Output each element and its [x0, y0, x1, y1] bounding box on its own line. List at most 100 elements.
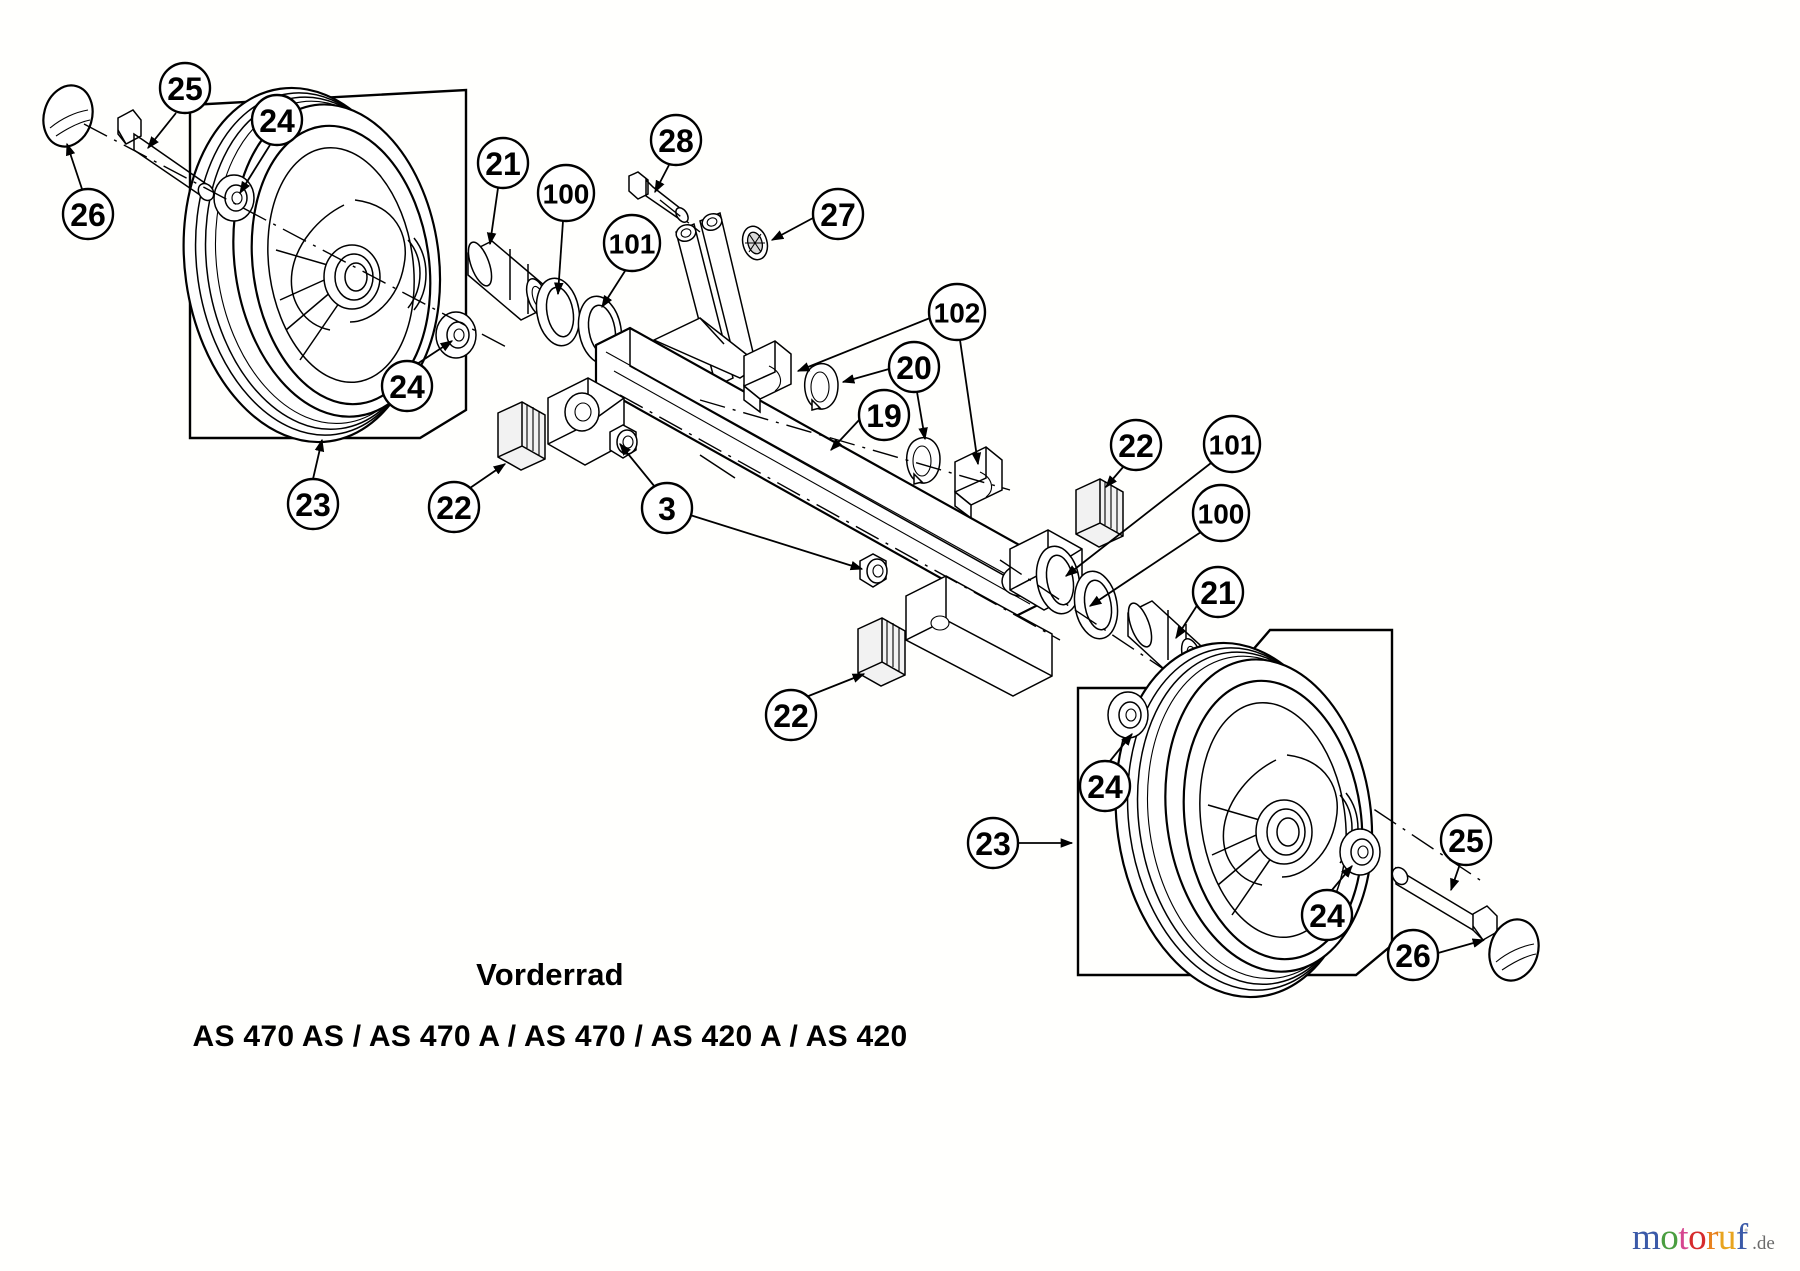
motoruf-logo[interactable]: motoruf•.de	[1632, 1219, 1775, 1256]
callout-bubble[interactable]	[640, 481, 694, 535]
callout-101-washer[interactable]: 101	[602, 213, 662, 273]
callout-26-hub-cap[interactable]: 26	[1386, 928, 1440, 982]
callout-bubble[interactable]	[250, 93, 304, 147]
callout-label: 101	[609, 229, 656, 260]
callout-bubble[interactable]	[1078, 759, 1132, 813]
callout-label: 24	[1087, 769, 1123, 805]
callout-bubble[interactable]	[1202, 414, 1262, 474]
callout-bubble[interactable]	[966, 816, 1020, 870]
callout-bubble[interactable]	[286, 477, 340, 531]
callout-label: 26	[1395, 938, 1431, 974]
snap-ring-20-b	[906, 436, 941, 485]
callout-24-bushing[interactable]: 24	[380, 359, 434, 413]
callout-24-bushing[interactable]: 24	[250, 93, 304, 147]
callout-leaders	[66, 112, 1486, 954]
callout-label: 21	[485, 146, 521, 182]
callout-100-washer[interactable]: 100	[536, 163, 596, 223]
washer-101-right	[1035, 545, 1081, 615]
callout-26-hub-cap[interactable]: 26	[61, 187, 115, 241]
callout-bubble[interactable]	[649, 113, 703, 167]
rim-left	[250, 124, 432, 406]
bushing-left-top	[213, 174, 255, 222]
flange-nut-3-b	[859, 553, 888, 588]
callout-bubble[interactable]	[927, 282, 987, 342]
callout-23-wheel-assembly[interactable]: 23	[286, 477, 340, 531]
retaining-clip-102-b	[954, 446, 1003, 520]
axle-bolt-right	[1391, 866, 1498, 941]
callout-label: 23	[975, 826, 1011, 862]
callout-101-washer[interactable]: 101	[1202, 414, 1262, 474]
callout-22-end-cap-plug[interactable]: 22	[1109, 418, 1163, 472]
callout-bubble[interactable]	[887, 340, 941, 394]
logo-wordmark: motoruf	[1632, 1217, 1748, 1258]
logo-letter-r: r	[1706, 1217, 1718, 1258]
end-cap-plug-left	[497, 401, 546, 471]
centerline-left	[83, 123, 513, 351]
hub-cap-left	[42, 84, 94, 148]
callout-bubble[interactable]	[61, 187, 115, 241]
callout-21-spacer-sleeve[interactable]: 21	[1191, 565, 1245, 619]
callout-bubble[interactable]	[1109, 418, 1163, 472]
centerline-mid	[619, 394, 1061, 641]
callout-bubble[interactable]	[1386, 928, 1440, 982]
callout-bubble[interactable]	[1191, 483, 1251, 543]
callout-bubble[interactable]	[811, 187, 865, 241]
callout-24-bushing[interactable]: 24	[1300, 888, 1354, 942]
callout-label: 19	[866, 398, 902, 434]
callout-bubble[interactable]	[764, 688, 818, 742]
callout-21-spacer-sleeve[interactable]: 21	[476, 136, 530, 190]
callout-bubble[interactable]	[380, 359, 434, 413]
callout-22-end-cap-plug[interactable]: 22	[427, 480, 481, 534]
callout-25-axle-bolt[interactable]: 25	[1439, 813, 1493, 867]
callout-label: 24	[1309, 898, 1345, 934]
callout-label: 102	[934, 298, 981, 329]
bushing-left-bottom	[435, 311, 477, 359]
callout-20-snap-ring[interactable]: 20	[887, 340, 941, 394]
logo-dot-accent: •	[1743, 1224, 1749, 1239]
retaining-clip-102-a	[743, 340, 792, 414]
callout-bubble[interactable]	[602, 213, 662, 273]
group-outline-left	[188, 88, 468, 440]
callout-label: 101	[1209, 430, 1256, 461]
callout-23-wheel-assembly[interactable]: 23	[966, 816, 1020, 870]
callout-label: 26	[70, 197, 106, 233]
callout-label: 25	[167, 71, 203, 107]
callout-label: 22	[1118, 428, 1154, 464]
callout-bubble[interactable]	[1300, 888, 1354, 942]
washer-100-left	[535, 277, 581, 347]
callout-27-lock-nut[interactable]: 27	[811, 187, 865, 241]
axle-tube-19	[547, 326, 1083, 697]
callout-label: 27	[820, 197, 856, 233]
pivot-bolt-28	[628, 171, 701, 233]
callout-label: 21	[1200, 575, 1236, 611]
logo-letter-u: u	[1717, 1217, 1737, 1258]
callout-label: 28	[658, 123, 694, 159]
callout-25-axle-bolt[interactable]: 25	[158, 61, 212, 115]
callout-bubble[interactable]	[536, 163, 596, 223]
callout-bubble[interactable]	[427, 480, 481, 534]
lock-nut-27	[741, 225, 769, 261]
callout-24-bushing[interactable]: 24	[1078, 759, 1132, 813]
callout-bubble[interactable]	[1439, 813, 1493, 867]
callout-22-end-cap-plug[interactable]: 22	[764, 688, 818, 742]
callout-label: 100	[1198, 499, 1245, 530]
callout-3-flange-nut[interactable]: 3	[640, 481, 694, 535]
callout-label: 25	[1448, 823, 1484, 859]
logo-letter-m: m	[1632, 1217, 1661, 1258]
callout-label: 20	[896, 350, 932, 386]
logo-letter-o: o	[1688, 1217, 1707, 1258]
callout-19-axle-tube[interactable]: 19	[857, 388, 911, 442]
logo-letter-f: f	[1735, 1217, 1748, 1258]
rim-right	[1182, 679, 1364, 961]
callout-100-washer[interactable]: 100	[1191, 483, 1251, 543]
callout-bubble[interactable]	[158, 61, 212, 115]
callout-bubble[interactable]	[1191, 565, 1245, 619]
callout-bubble[interactable]	[476, 136, 530, 190]
callout-102-retaining-clip[interactable]: 102	[927, 282, 987, 342]
callout-label: 3	[658, 491, 676, 527]
callout-28-pivot-bolt[interactable]: 28	[649, 113, 703, 167]
callout-bubble[interactable]	[857, 388, 911, 442]
